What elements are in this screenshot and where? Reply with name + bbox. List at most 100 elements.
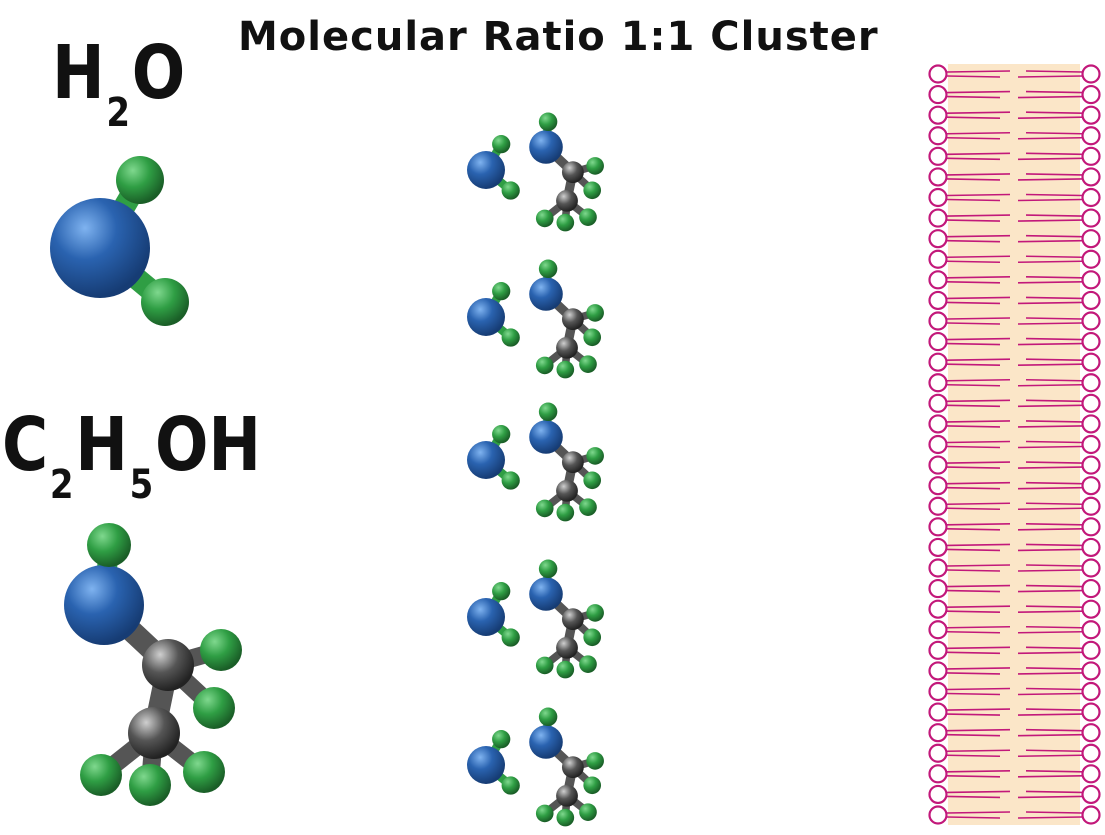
lipid-tail (1025, 255, 1083, 259)
carbon-atom (561, 608, 584, 631)
lipid-tail (1025, 481, 1083, 485)
lipid-head (928, 764, 948, 784)
lipid-tail (946, 214, 1011, 217)
lipid-head (1081, 661, 1101, 681)
lipid-tail (946, 461, 1011, 464)
lipid-tail (1025, 625, 1083, 629)
cluster-pair (467, 112, 604, 232)
lipid-tail (946, 733, 1001, 737)
lipid-head (928, 743, 948, 763)
lipid-tail (1025, 214, 1083, 217)
lipid-tail (946, 239, 1001, 243)
water-formula-o: O (131, 30, 186, 116)
lipid-tail (946, 589, 1001, 593)
oxygen-atom (529, 725, 563, 759)
lipid-tail (946, 383, 1001, 387)
lipid-head (1081, 620, 1101, 640)
lipid-tail (1025, 667, 1083, 670)
hydrogen-atom (586, 752, 604, 770)
lipid-tail (1025, 296, 1083, 300)
cluster-water-molecule (467, 730, 520, 795)
lipid-tail (946, 481, 1011, 485)
lipid-tail (946, 708, 1011, 711)
lipid-tail (946, 651, 1001, 655)
lipid-row (928, 743, 1101, 763)
lipid-tail (1017, 260, 1083, 264)
carbon-atom (142, 639, 194, 691)
lipid-tail (946, 440, 1011, 444)
lipid-row (928, 64, 1101, 84)
diagram-title: Molecular Ratio 1:1 Cluster (238, 14, 879, 60)
lipid-tail (1025, 811, 1083, 814)
lipid-tail (946, 116, 1001, 119)
lipid-row (928, 723, 1101, 743)
lipid-head (1081, 784, 1101, 805)
carbon-atom (128, 707, 180, 759)
ethanol-formula-subscript-c: 2 (49, 462, 74, 508)
lipid-tail (1017, 548, 1083, 552)
lipid-head (928, 455, 948, 475)
lipid-tail (1025, 708, 1083, 711)
hydrogen-atom (87, 523, 131, 567)
lipid-tail (946, 564, 1011, 567)
lipid-head (928, 517, 948, 537)
lipid-tail (946, 692, 1001, 696)
lipid-row (928, 805, 1101, 825)
hydrogen-atom (583, 181, 602, 200)
lipid-tail (1017, 816, 1083, 819)
lipid-tail (946, 255, 1011, 259)
hydrogen-atom (129, 764, 171, 806)
carbon-atom (561, 451, 584, 474)
lipid-tail (946, 90, 1011, 94)
lipid-tail (1017, 795, 1083, 799)
lipid-head (928, 270, 948, 290)
lipid-tail (946, 728, 1011, 732)
lipid-head (928, 249, 948, 269)
lipid-tail (946, 301, 1001, 305)
lipid-tail (946, 70, 1011, 73)
hydrogen-atom (501, 776, 520, 795)
lipid-tail (946, 136, 1001, 140)
hydrogen-atom (583, 628, 602, 647)
cluster-water-molecule (467, 425, 520, 490)
lipid-tail (1025, 358, 1083, 361)
lipid-tail (946, 795, 1001, 799)
lipid-tail (1025, 111, 1083, 114)
lipid-tail (1017, 75, 1083, 78)
lipid-head (1081, 249, 1101, 269)
lipid-row (928, 476, 1101, 496)
lipid-head (928, 434, 948, 455)
carbon-atom (556, 479, 578, 502)
lipid-tail (1017, 363, 1083, 366)
hydrogen-atom (535, 656, 554, 675)
lipid-tail (1025, 90, 1083, 94)
lipid-head (928, 126, 948, 146)
lipid-tail (1017, 610, 1083, 613)
lipid-tail (946, 672, 1001, 675)
lipid-tail (1017, 507, 1083, 511)
lipid-row (928, 640, 1101, 660)
lipid-tail (1025, 420, 1083, 423)
lipid-head (1081, 434, 1101, 455)
lipid-tail (946, 507, 1001, 511)
lipid-bilayer-membrane (928, 64, 1101, 825)
lipid-head (1081, 64, 1101, 84)
hydrogen-atom (200, 629, 242, 671)
hydrogen-atom (501, 181, 520, 200)
lipid-tail (1017, 198, 1083, 202)
lipid-tail (946, 687, 1011, 691)
lipid-head (928, 599, 948, 619)
lipid-tail (946, 754, 1001, 758)
lipid-head (1081, 702, 1101, 722)
lipid-tail (946, 630, 1001, 634)
lipid-head (1081, 167, 1101, 187)
lipid-tail (946, 425, 1001, 428)
lipid-tail (946, 193, 1011, 197)
lipid-tail (1025, 317, 1083, 320)
lipid-head (1081, 352, 1101, 372)
lipid-head (1081, 517, 1101, 537)
lipid-head (928, 84, 948, 105)
lipid-tail (946, 420, 1011, 423)
carbon-atom (556, 189, 578, 212)
lipid-head (928, 331, 948, 352)
